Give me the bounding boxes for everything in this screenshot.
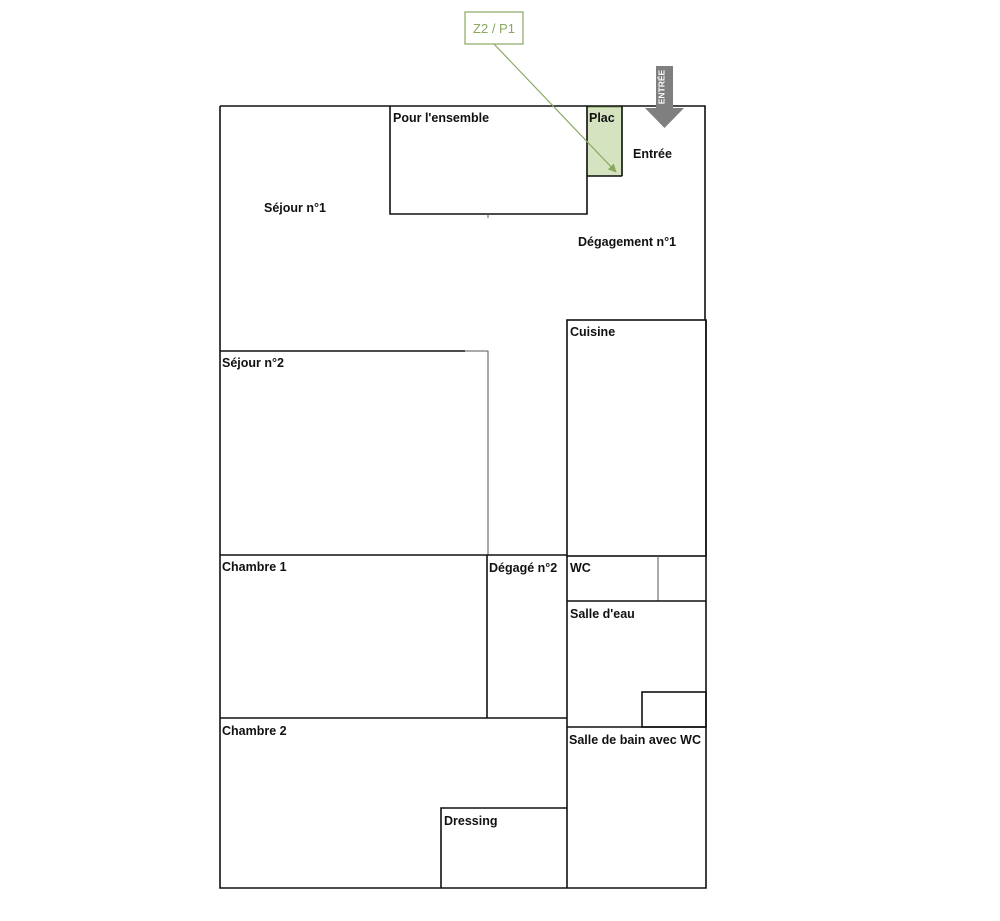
zone-marker: Z2 / P1 [464, 11, 617, 173]
shower-tray [641, 691, 707, 728]
room-label-pour-ensemble: Pour l'ensemble [393, 111, 489, 125]
room-label-wc: WC [570, 561, 591, 575]
room-label-entree: Entrée [633, 147, 672, 161]
room-label-chambre1: Chambre 1 [222, 560, 287, 574]
entry-label: ENTRÉE [657, 69, 667, 104]
sejour2-right-wall [465, 350, 489, 555]
room-label-placard: Plac [589, 111, 615, 125]
marker-arrow-icon [493, 43, 617, 173]
marker-label: Z2 / P1 [473, 21, 515, 36]
room-label-cuisine: Cuisine [570, 325, 615, 339]
entry-arrow-icon: ENTRÉE [645, 66, 684, 128]
room-label-salle-eau: Salle d'eau [570, 607, 635, 621]
room-label-sejour1: Séjour n°1 [264, 201, 326, 215]
room-label-salle-bain: Salle de bain avec WC [569, 733, 701, 747]
room-label-chambre2: Chambre 2 [222, 724, 287, 738]
room-label-sejour2: Séjour n°2 [222, 356, 284, 370]
marker-box [464, 11, 524, 45]
room-label-degagement1: Dégagement n°1 [578, 235, 676, 249]
room-label-dressing: Dressing [444, 814, 498, 828]
room-label-degage2: Dégagé n°2 [489, 561, 557, 575]
cuisine-wall [566, 319, 707, 557]
dressing-wall [440, 807, 567, 888]
outer-wall [219, 105, 707, 889]
